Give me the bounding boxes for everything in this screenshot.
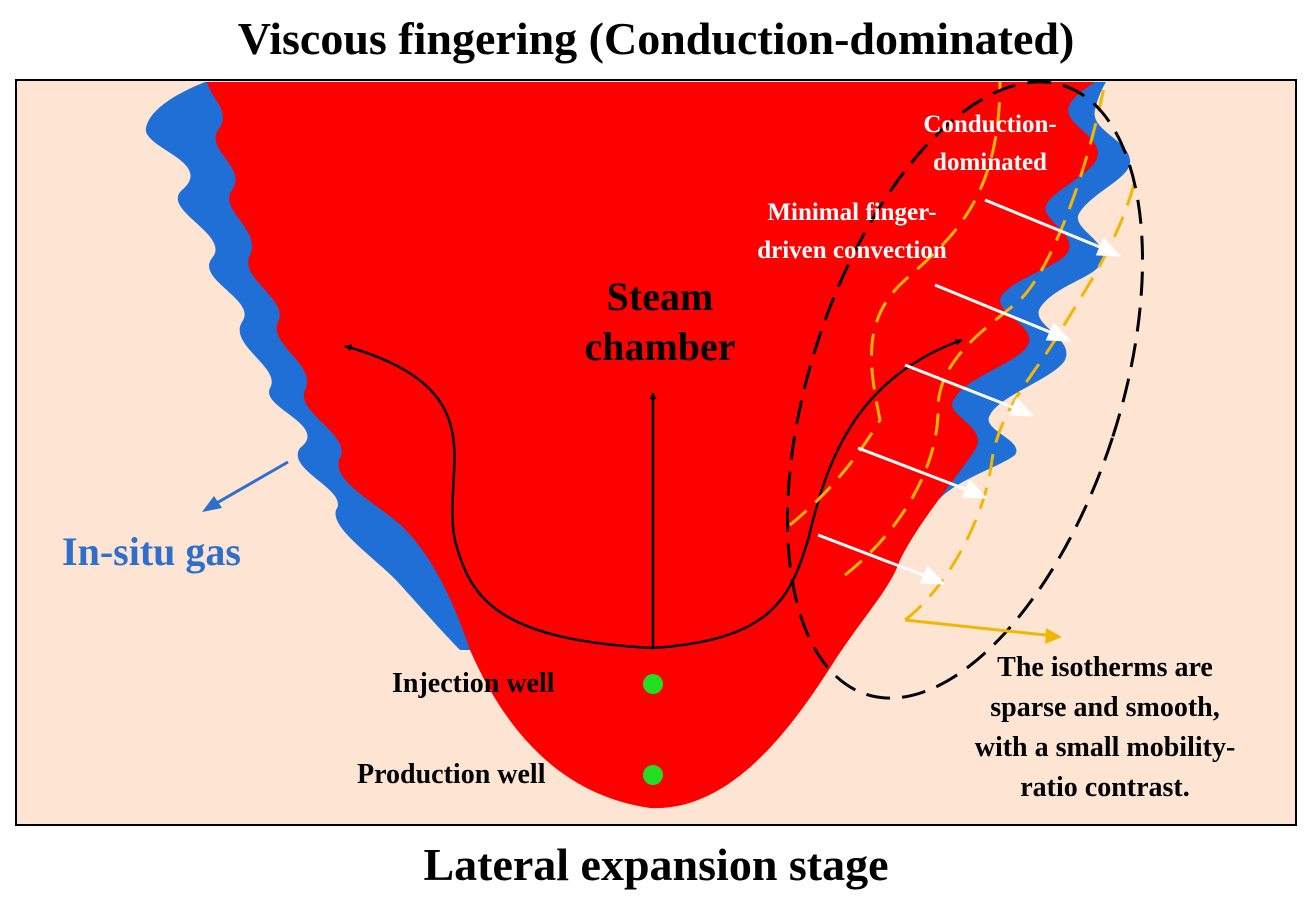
steam-chamber-line2: chamber [584,324,736,369]
conduction-region-ellipse [785,80,1145,700]
isotherm-1 [789,81,1002,527]
steam-chamber-label: Steam chamber [560,272,760,372]
right-curved-flow-arrow [652,338,963,650]
isotherm-line3: with a small mobility- [974,732,1236,763]
steam-chamber-line1: Steam [606,274,714,319]
conduction-line1: Conduction- [923,111,1057,138]
heat-arrow-5 [817,533,937,582]
isotherm-3 [904,179,1137,622]
white-heat-arrows [817,198,1122,585]
heat-arrow-5-head [919,565,946,585]
heat-arrow-2-head [1045,322,1072,342]
heat-arrow-1 [984,198,1113,254]
in-situ-gas-label: In-situ gas [62,529,241,574]
isotherm-line4: ratio contrast. [1020,772,1190,803]
heat-arrow-3-head [1008,397,1035,417]
isotherm-2 [844,81,1107,577]
isotherm-callout-arrow-head [1045,628,1062,644]
injection-well-dot [643,674,663,694]
minimal-convection-label: Minimal finger- driven convection [712,194,992,270]
production-well-label: Production well [357,759,546,790]
isotherm-callout-arrow [904,618,1056,638]
in-situ-gas-arrow-head [202,496,222,512]
heat-arrow-2 [934,283,1063,339]
diagram-caption: Lateral expansion stage [423,839,889,890]
conduction-dominated-label: Conduction- dominated [880,106,1100,182]
diagram-title: Viscous fingering (Conduction-dominated) [237,13,1075,64]
heat-arrow-4-head [961,479,988,499]
in-situ-gas-arrow [207,460,289,510]
isotherm-description: The isotherms are sparse and smooth, wit… [920,648,1290,808]
isotherm-line2: sparse and smooth, [990,692,1220,723]
heat-arrow-4 [857,446,979,496]
production-well-dot [643,765,663,785]
isotherms [789,81,1137,622]
isotherm-line1: The isotherms are [997,652,1213,683]
left-curved-flow-arrow [344,344,654,650]
minimal-line1: Minimal finger- [767,199,937,226]
heat-arrow-3 [904,363,1026,414]
heat-arrow-1-head [1095,237,1122,257]
conduction-line2: dominated [933,149,1047,176]
minimal-line2: driven convection [757,237,947,264]
injection-well-label: Injection well [392,668,555,699]
